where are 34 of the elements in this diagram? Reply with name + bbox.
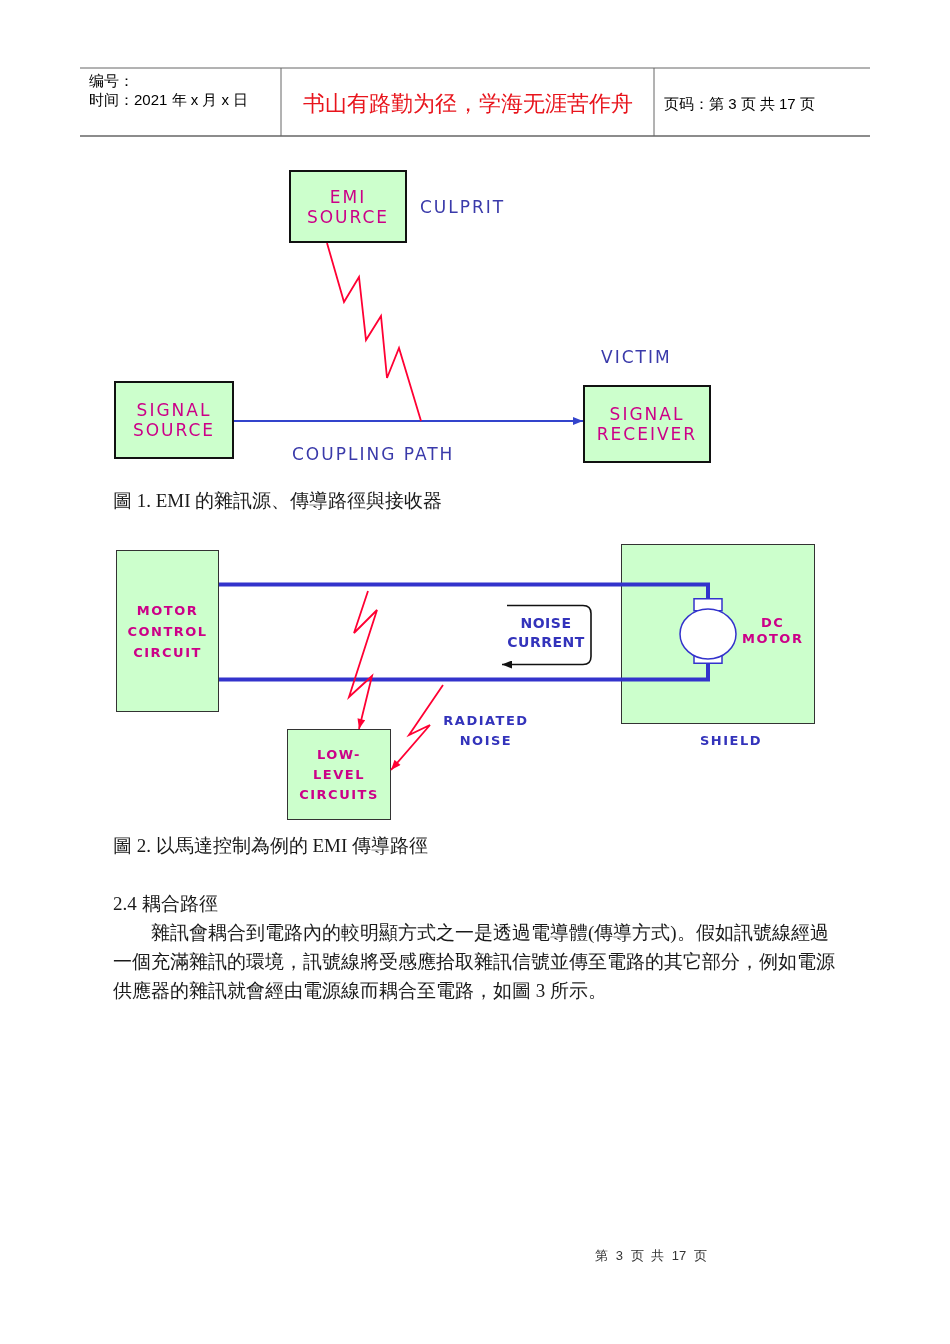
page-footer: 第 3 页 共 17 页: [595, 1248, 707, 1264]
shield-enclosure: [621, 544, 815, 724]
annotation-label: RADIATED NOISE: [443, 711, 529, 750]
figure-caption: 圖 2. 以馬達控制為例的 EMI 傳導路徑: [113, 834, 429, 858]
lightning-arrow: [390, 684, 444, 771]
annotation-label: NOISE CURRENT: [507, 614, 585, 652]
lightning-bolt: [326, 242, 422, 422]
node-label: EMI SOURCE: [306, 186, 390, 227]
header-field: 时间：2021 年 x 月 x 日: [89, 89, 249, 109]
motor-wire: [219, 664, 710, 682]
figure-caption: 圖 1. EMI 的雜訊源、傳導路徑與接收器: [113, 489, 443, 513]
circuit-box: [287, 729, 391, 820]
controller-box: [116, 550, 219, 712]
node-label: MOTOR CONTROL CIRCUIT: [127, 601, 208, 662]
annotation-label: DC MOTOR: [742, 615, 804, 647]
signal-arrow: [233, 417, 584, 425]
annotation-label: CULPRIT: [420, 197, 506, 217]
header-field: 编号：: [89, 70, 134, 90]
motor-wire: [219, 582, 710, 598]
body-paragraph: 雜訊會耦合到電路內的較明顯方式之一是透過電導體(傳導方式)。假如訊號線經過一個充滿雜訊的環境，訊號線將受感應拾取雜訊信號並傳至電路的其它部分，例如電源供應器的雜訊就會經由電源線而耦合至電路，如圖 3 所示。: [113, 921, 836, 1003]
page-number: 页码：第 3 页 共 17 页: [664, 93, 815, 113]
annotation-label: SHIELD: [700, 731, 763, 750]
lightning-arrow: [347, 590, 378, 730]
annotation-label: VICTIM: [601, 346, 672, 367]
source-box: [114, 381, 234, 459]
edge-label: COUPLING PATH: [292, 443, 455, 464]
source-box: [289, 170, 407, 243]
node-label: SIGNAL RECEIVER: [596, 404, 698, 444]
receiver-box: [583, 385, 711, 463]
section-heading: 2.4 耦合路徑: [113, 892, 218, 916]
node-label: LOW-LEVEL CIRCUITS: [299, 745, 379, 804]
motor-symbol: [679, 598, 737, 664]
header-motto: 书山有路勤为径，学海无涯苦作舟: [301, 91, 634, 117]
node-label: SIGNAL SOURCE: [132, 400, 216, 440]
